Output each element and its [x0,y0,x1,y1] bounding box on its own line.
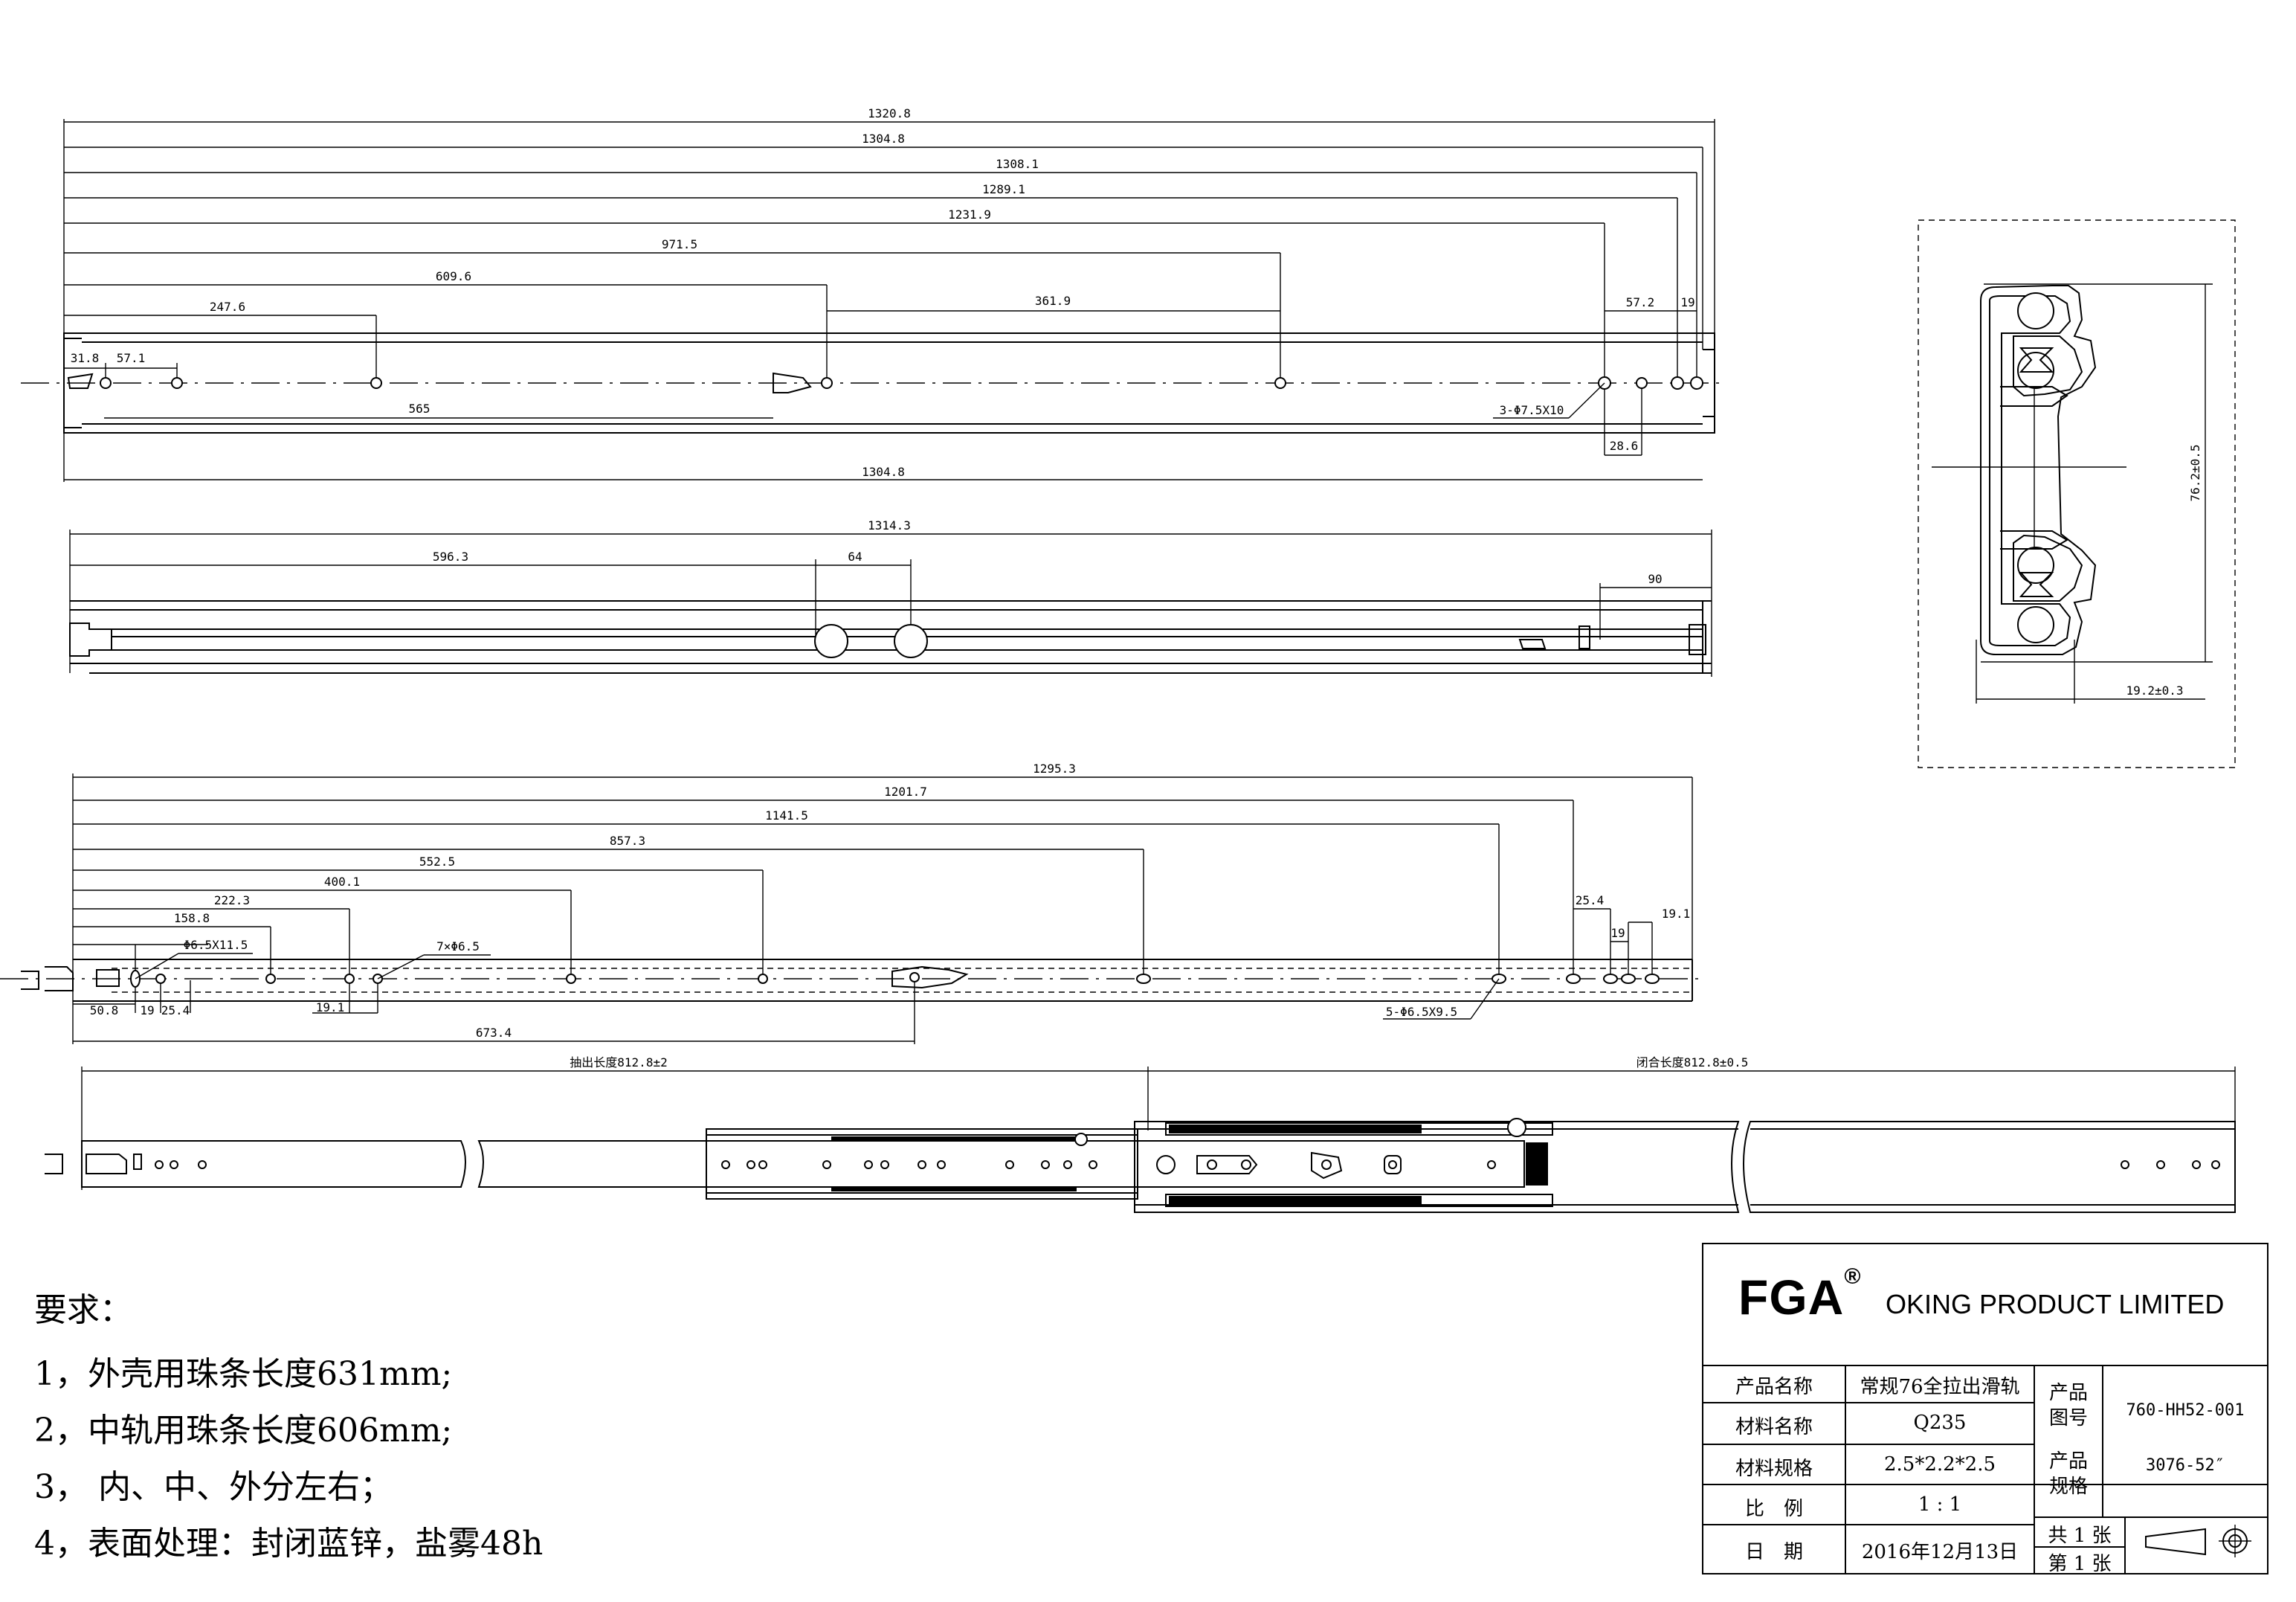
dim-400: 400.1 [324,875,360,889]
company-logo: FGA® [1738,1264,1862,1325]
dim-19-1-left: 19.1 [316,1000,345,1014]
first-angle-projection-icon [2145,1528,2206,1556]
extended-length: 抽出长度812.8±2 [570,1055,667,1069]
company-name: OKING PRODUCT LIMITED [1886,1289,2225,1319]
dim-90: 90 [1648,572,1662,586]
dim-247: 247.6 [210,300,245,314]
dim-1304-bottom: 1304.8 [862,465,905,479]
dim-673: 673.4 [476,1026,512,1040]
callout-3-holes: 3-Φ7.5X10 [1500,403,1564,417]
product-spec-label: 产品 规格 [2048,1450,2088,1498]
dim-596: 596.3 [433,550,468,564]
scale-value: 1 : 1 [1918,1493,1962,1516]
section-width-dim: 19.2±0.3 [2126,683,2183,698]
material-name: Q235 [1913,1412,1967,1434]
dim-1141: 1141.5 [765,808,808,823]
dim-1304-top: 1304.8 [862,132,905,146]
section-height-dim: 76.2±0.5 [2188,444,2202,501]
requirements-title: 要求： [34,1291,132,1329]
dim-1314: 1314.3 [868,518,911,533]
drawing-no: 760-HH52-001 [2126,1401,2245,1420]
dim-25-left: 25.4 [161,1003,190,1017]
assembly-view: 抽出长度812.8±2 闭合长度812.8±0.5 [45,1055,2236,1213]
product-spec: 3076-52″ [2146,1456,2225,1475]
callout-slot: Φ6.5X11.5 [184,938,248,952]
date-value: 2016年12月13日 [1861,1541,2019,1563]
section-view: 76.2±0.5 19.2±0.3 [1918,219,2236,768]
dim-31: 31.8 [71,351,100,365]
dim-1289: 1289.1 [982,182,1025,196]
dim-19-1-right: 19.1 [1662,907,1691,921]
product-name-label: 产品名称 [1735,1376,1813,1398]
dim-57-2: 57.2 [1626,295,1655,309]
middle-rail-view: 1314.3 596.3 64 90 [69,518,1712,677]
dim-158: 158.8 [174,911,210,925]
inner-rail-view: 1295.3 1201.7 1141.5 857.3 552.5 400.1 2… [0,762,1703,1044]
dim-1201: 1201.7 [884,785,927,799]
drawing-no-label: 产品 图号 [2048,1382,2088,1429]
callout-5-holes: 5-Φ6.5X9.5 [1386,1005,1457,1019]
dim-19-left: 19 [140,1003,154,1017]
dim-565: 565 [409,402,430,416]
dim-64: 64 [848,550,862,564]
dim-25-right: 25.4 [1576,893,1605,907]
material-spec-label: 材料规格 [1735,1458,1813,1480]
dim-609: 609.6 [436,269,471,283]
product-name: 常规76全拉出滑轨 [1860,1376,2020,1398]
sheet-number: 第 1 张 [2048,1553,2112,1575]
material-name-label: 材料名称 [1735,1416,1813,1438]
callout-7-holes: 7×Φ6.5 [436,939,480,953]
dim-361: 361.9 [1035,294,1071,308]
requirement-2: 2，中轨用珠条长度606mm; [34,1412,453,1450]
dim-1231: 1231.9 [948,208,991,222]
requirement-4: 4，表面处理：封闭蓝锌，盐雾48h [34,1525,544,1563]
dim-50: 50.8 [90,1003,119,1017]
sheets-total: 共 1 张 [2048,1525,2112,1547]
requirement-3: 3， 内、中、外分左右； [34,1468,393,1506]
dim-1320: 1320.8 [868,106,911,120]
dim-19-top: 19 [1680,295,1694,309]
dim-28: 28.6 [1610,439,1639,453]
dim-971: 971.5 [662,237,697,251]
outer-rail-view: 1320.8 1304.8 1308.1 1289.1 1231.9 971.5… [21,106,1725,482]
requirement-1: 1，外壳用珠条长度631mm; [34,1355,453,1393]
dim-19-right: 19 [1610,926,1625,940]
dim-222: 222.3 [214,893,250,907]
closed-length: 闭合长度812.8±0.5 [1636,1055,1749,1069]
scale-label: 比 例 [1744,1498,1803,1520]
dim-552: 552.5 [419,855,455,869]
dim-857: 857.3 [610,834,645,848]
dim-1295: 1295.3 [1033,762,1076,776]
title-block [1702,1243,2268,1574]
dim-1308: 1308.1 [996,157,1039,171]
date-label: 日 期 [1744,1541,1803,1563]
material-spec: 2.5*2.2*2.5 [1883,1453,1996,1476]
dim-57-1: 57.1 [117,351,146,365]
